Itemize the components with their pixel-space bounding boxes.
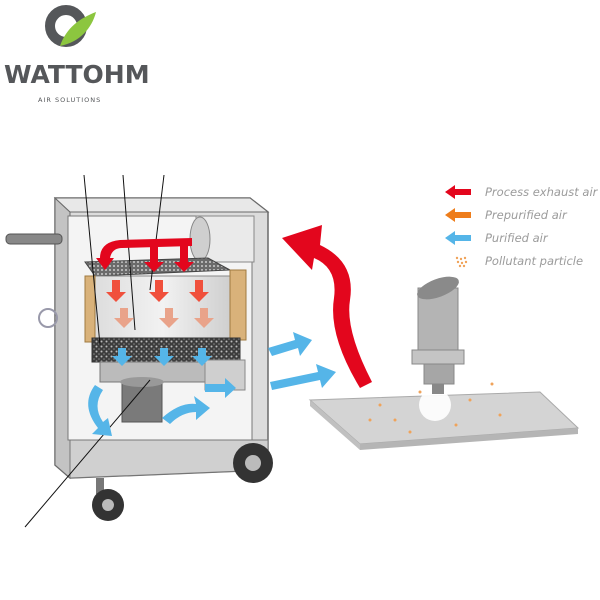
callout-lines	[24, 174, 165, 528]
legend-item-prepurified-air: Prepurified air	[445, 203, 567, 226]
process-exhaust-arrow	[282, 225, 372, 388]
pollutant-particles	[368, 382, 502, 434]
legend-label: Purified air	[485, 230, 548, 245]
wheels	[92, 443, 273, 521]
legend-item-process-exhaust-air: Process exhaust air	[445, 180, 597, 203]
legend: Process exhaust air Prepurified air Puri…	[445, 180, 597, 272]
legend-label: Pollutant particle	[485, 253, 584, 268]
welding-torch	[411, 276, 465, 394]
particle-icon	[455, 256, 468, 267]
legend-item-purified-air: Purified air	[445, 226, 548, 249]
fan-motor	[121, 381, 163, 423]
logo-mark-icon	[45, 5, 96, 47]
legend-label: Process exhaust air	[485, 184, 598, 199]
process-exhaust-arrows-inside	[96, 238, 209, 302]
arrow-left-icon	[445, 207, 471, 222]
legend-item-pollutant-particle: Pollutant particle	[445, 249, 583, 272]
arrow-left-icon	[445, 230, 471, 245]
handle	[5, 233, 63, 245]
brand-name: WATTOHM	[4, 60, 150, 89]
legend-label: Prepurified air	[485, 207, 567, 222]
purified-arrows-inside	[88, 332, 336, 436]
brand-tagline: AIR SOLUTIONS	[38, 96, 102, 104]
wattohm-logo: WATTOHM AIR SOLUTIONS	[0, 0, 150, 110]
arrow-left-icon	[445, 184, 471, 199]
prepurified-arrows-inside	[114, 308, 214, 328]
